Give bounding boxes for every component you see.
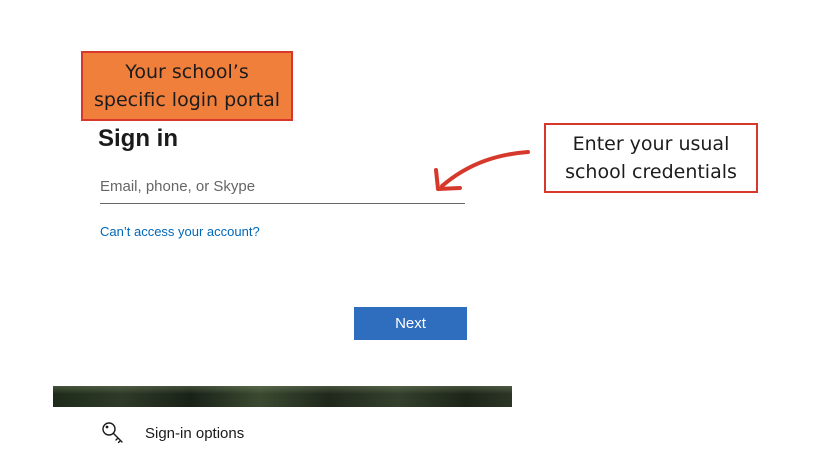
portal-callout-line-1: Your school’s [125,61,249,83]
key-icon [100,420,128,446]
credentials-annotation-callout: Enter your usual school credentials [544,123,758,193]
portal-annotation-callout: Your school’s specific login portal [81,51,293,121]
background-image-strip [53,386,512,407]
sign-in-options-label: Sign-in options [145,424,245,442]
portal-callout-line-2: specific login portal [93,89,281,111]
cant-access-account-link[interactable]: Can’t access your account? [100,224,260,239]
credentials-callout-line-1: Enter your usual [572,133,730,155]
email-input[interactable] [100,170,465,204]
arrow-shaft [440,150,530,188]
credentials-callout-line-2: school credentials [565,161,737,183]
next-button[interactable]: Next [354,307,467,340]
sign-in-options-button[interactable]: Sign-in options [100,420,244,446]
arrow-head [434,168,462,191]
sign-in-title: Sign in [98,125,178,152]
